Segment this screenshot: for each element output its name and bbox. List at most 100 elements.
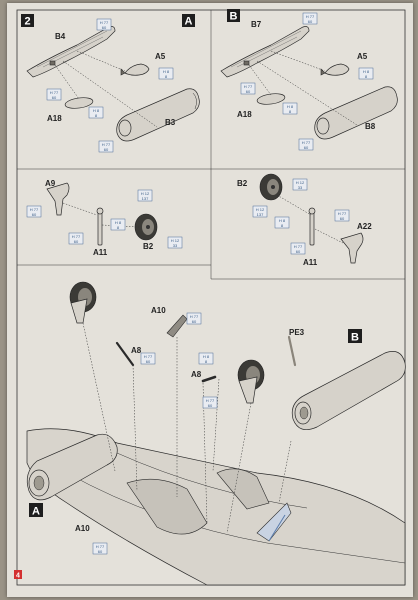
svg-text:60: 60 (104, 147, 109, 152)
part-label: B7 (251, 20, 262, 29)
svg-text:H 77: H 77 (244, 84, 253, 89)
svg-text:H 77: H 77 (338, 211, 347, 216)
svg-text:H 12: H 12 (296, 180, 305, 185)
part-label: A18 (237, 110, 252, 119)
svg-text:H 77: H 77 (30, 207, 39, 212)
svg-text:H 77: H 77 (306, 14, 315, 19)
svg-text:8: 8 (117, 225, 120, 230)
spar-detail (49, 60, 56, 66)
svg-text:137: 137 (257, 212, 264, 217)
svg-text:137: 137 (142, 196, 149, 201)
svg-text:H 77: H 77 (144, 354, 153, 359)
part-label: B2 (237, 179, 248, 188)
svg-text:8: 8 (205, 359, 208, 364)
part-label: PE3 (289, 328, 305, 337)
part-label: B2 (143, 242, 154, 251)
svg-text:H 8: H 8 (163, 69, 170, 74)
svg-text:8: 8 (289, 109, 292, 114)
part-label: B8 (365, 122, 376, 131)
main-gear-right (237, 359, 265, 404)
gear-leg-part (46, 182, 70, 216)
color-callout: H 88 (110, 218, 126, 231)
drop-tank-part (256, 93, 286, 105)
color-callout: H 88 (88, 106, 104, 119)
svg-text:H 8: H 8 (279, 218, 286, 223)
svg-text:60: 60 (296, 249, 301, 254)
part-label: A18 (47, 114, 62, 123)
part-label: A5 (357, 52, 368, 61)
color-callout: H 88 (158, 67, 174, 80)
part-label: A10 (75, 524, 90, 533)
gear-leg-part (340, 232, 364, 264)
svg-text:H 77: H 77 (100, 20, 109, 25)
svg-text:H 12: H 12 (141, 191, 150, 196)
spar-part (26, 26, 116, 78)
pin-part (115, 341, 135, 367)
svg-text:H 8: H 8 (287, 104, 294, 109)
svg-text:60: 60 (208, 403, 213, 408)
part-label: A11 (93, 248, 108, 257)
svg-text:8: 8 (365, 74, 368, 79)
svg-text:H 8: H 8 (115, 220, 122, 225)
part-label: B4 (55, 32, 66, 41)
part-label: A22 (357, 222, 372, 231)
svg-text:H 77: H 77 (190, 314, 199, 319)
nacelle-part (314, 86, 398, 140)
svg-text:H 12: H 12 (256, 207, 265, 212)
svg-text:H 8: H 8 (93, 108, 100, 113)
svg-text:60: 60 (304, 145, 309, 150)
bomb-part (324, 63, 350, 76)
part-label: A5 (155, 52, 166, 61)
gear-bay (126, 478, 208, 535)
color-callout: H 88 (282, 102, 298, 115)
svg-text:H 77: H 77 (72, 234, 81, 239)
version-letter: B (230, 11, 238, 23)
svg-text:H 77: H 77 (102, 142, 111, 147)
color-callout: H 88 (358, 67, 374, 80)
part-label: A11 (303, 258, 318, 267)
version-badge-b (227, 9, 240, 22)
svg-text:H 77: H 77 (50, 90, 59, 95)
svg-text:60: 60 (340, 216, 345, 221)
main-gear-left (69, 281, 97, 324)
pin-part (201, 375, 217, 383)
svg-text:H 12: H 12 (171, 238, 180, 243)
version-letter: B (351, 332, 359, 344)
svg-text:H 77: H 77 (302, 140, 311, 145)
fin-part (256, 502, 292, 542)
svg-text:33: 33 (298, 185, 303, 190)
svg-text:33: 33 (173, 243, 178, 248)
svg-text:8: 8 (281, 223, 284, 228)
svg-text:60: 60 (32, 212, 37, 217)
svg-text:60: 60 (74, 239, 79, 244)
step-badge (21, 14, 34, 27)
svg-text:60: 60 (192, 319, 197, 324)
svg-text:60: 60 (246, 89, 251, 94)
wheel-part (134, 213, 158, 241)
svg-text:60: 60 (146, 359, 151, 364)
svg-text:H 8: H 8 (203, 354, 210, 359)
version-badge-b (348, 329, 362, 343)
left-nacelle (26, 433, 118, 501)
